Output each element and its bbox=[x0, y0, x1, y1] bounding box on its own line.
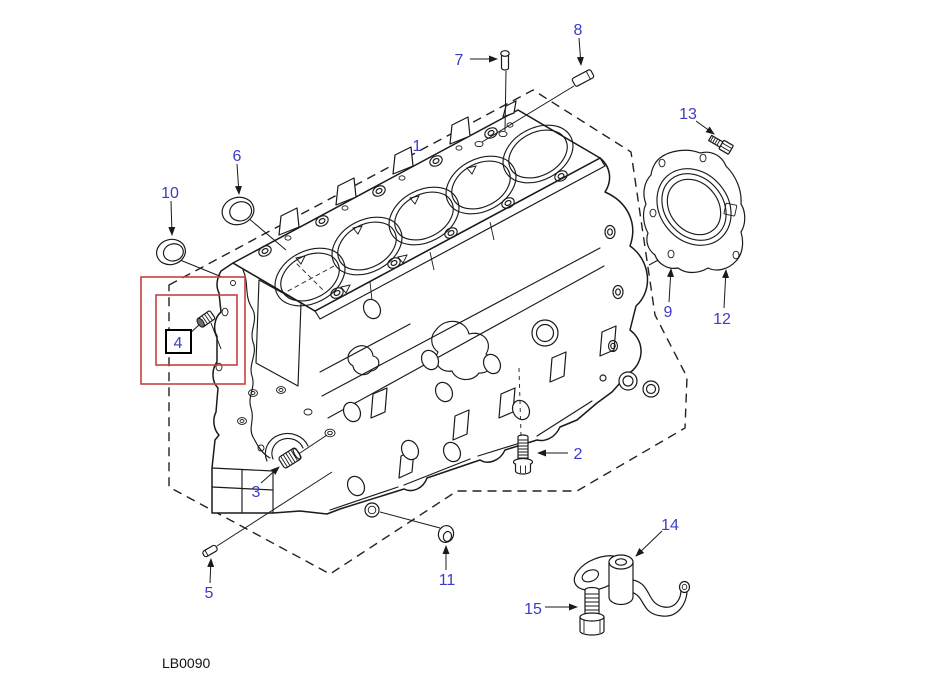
callout-4[interactable]: 4 bbox=[174, 335, 183, 352]
drawing-code: LB0090 bbox=[162, 655, 210, 671]
part-14-oil-jet bbox=[573, 554, 691, 617]
callout-1[interactable]: 1 bbox=[413, 138, 422, 155]
highlight-region bbox=[140, 276, 246, 385]
callout-2[interactable]: 2 bbox=[574, 446, 583, 463]
callout-11[interactable]: 11 bbox=[439, 572, 456, 589]
highlight-rect-outer bbox=[140, 276, 246, 385]
highlight-rect-inner bbox=[155, 294, 238, 366]
callout-3[interactable]: 3 bbox=[252, 484, 261, 501]
part-1-cylinder-block bbox=[211, 100, 660, 518]
part-15-bolt bbox=[579, 586, 605, 636]
part-6-core-plug bbox=[221, 196, 255, 226]
callouts: 1 2 3 4 5 6 7 8 9 10 11 12 13 14 15 bbox=[161, 22, 731, 618]
callout-12[interactable]: 12 bbox=[713, 311, 731, 328]
part-11-seal-ring bbox=[437, 524, 455, 544]
callout-15[interactable]: 15 bbox=[524, 601, 542, 618]
part-13-bolt bbox=[708, 134, 734, 155]
block-rear-face bbox=[599, 224, 660, 398]
callout-5[interactable]: 5 bbox=[205, 585, 214, 602]
callout-6[interactable]: 6 bbox=[233, 148, 242, 165]
part-3-plug bbox=[278, 447, 302, 469]
block-cylinder-bores bbox=[274, 124, 574, 307]
block-head-bolt-holes bbox=[258, 127, 568, 299]
part-2-bolt bbox=[512, 434, 534, 475]
leader-lines bbox=[168, 37, 730, 611]
block-body-outline bbox=[211, 157, 649, 515]
part-4-plug bbox=[196, 310, 216, 328]
part-12-oil-seal bbox=[642, 149, 746, 274]
callout-8[interactable]: 8 bbox=[574, 22, 583, 39]
block-timing-face bbox=[211, 269, 336, 514]
block-skirt bbox=[319, 221, 617, 518]
part-8-dowel bbox=[571, 69, 595, 87]
callout-9[interactable]: 9 bbox=[664, 304, 673, 321]
callout-14[interactable]: 14 bbox=[661, 517, 679, 534]
callout-4-box bbox=[165, 329, 192, 354]
boundary-outline bbox=[168, 89, 688, 575]
callout-7[interactable]: 7 bbox=[455, 52, 464, 69]
block-deck-details bbox=[284, 122, 514, 294]
callout-13[interactable]: 13 bbox=[679, 106, 697, 123]
block-rear-tabs bbox=[278, 100, 517, 236]
part-5-dowel bbox=[202, 544, 218, 558]
part-7-pin bbox=[500, 50, 510, 71]
part-10-core-plug bbox=[156, 238, 186, 266]
callout-10[interactable]: 10 bbox=[161, 185, 179, 202]
